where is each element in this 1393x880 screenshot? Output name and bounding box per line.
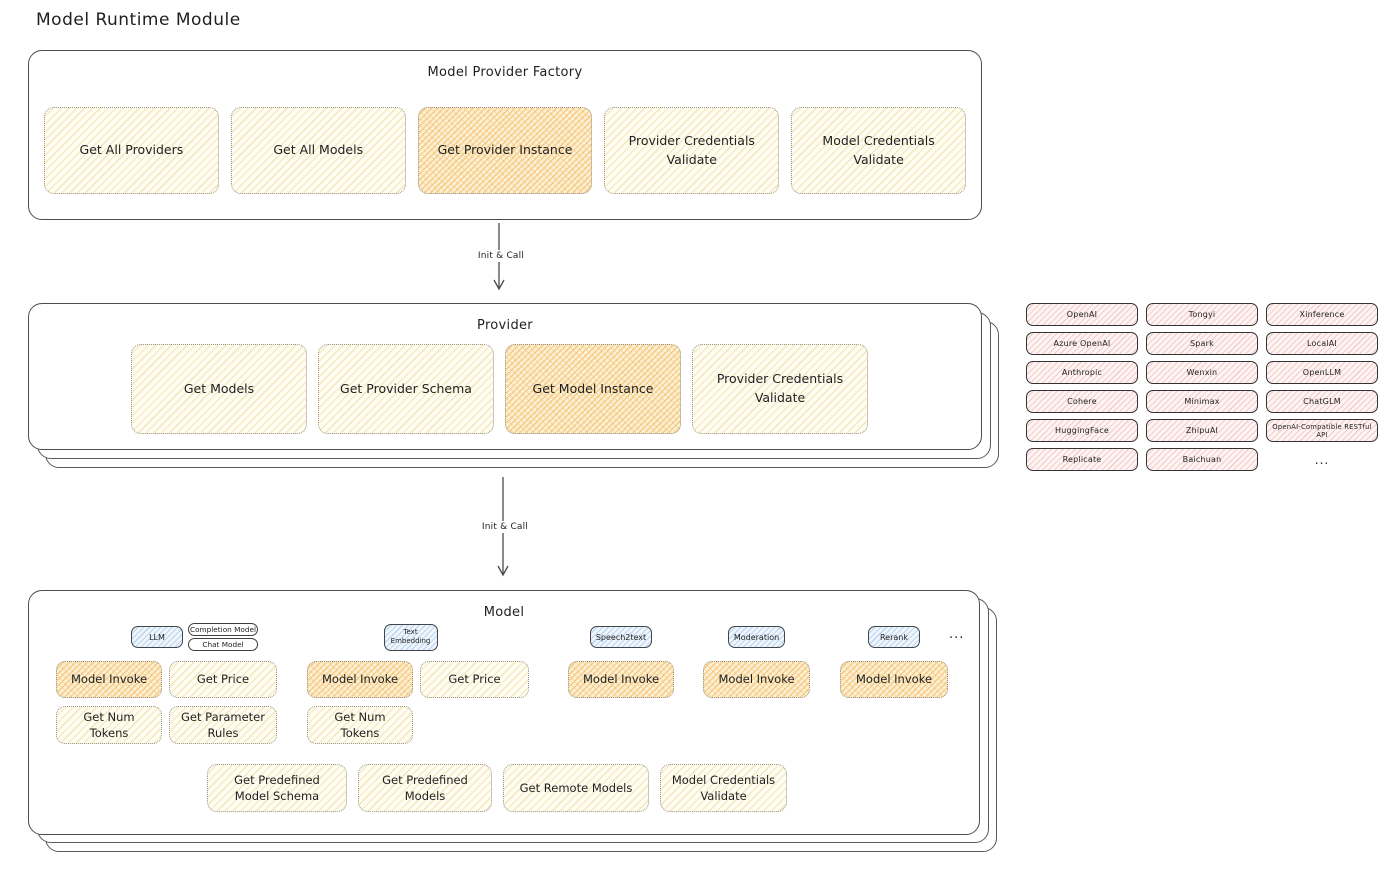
node-get-price: Get Price [169,661,277,698]
type-chip-text-embedding: Text Embedding [383,623,438,651]
type-chip-speech2text: Speech2text [589,626,653,648]
factory-box: Model Provider Factory Get All Providers… [28,50,982,220]
model-group-buttons-rerank: Model Invoke [840,661,948,698]
node-model-invoke: Model Invoke [56,661,162,698]
model-group-buttons-speech2text: Model Invoke [568,661,674,698]
node-get-predefined-models: Get Predefined Models [358,764,492,812]
node-get-models: Get Models [131,344,307,434]
page-title: Model Runtime Module [36,10,241,30]
node-model-invoke: Model Invoke [568,661,674,698]
node-model-invoke: Model Invoke [703,661,810,698]
provider-chip-openai-compatible-restful-api: OpenAI-Compatible RESTful API [1266,419,1378,442]
model-type-chip-row-text-embedding: Text Embedding [293,621,528,653]
node-get-price: Get Price [420,661,529,698]
model-type-chip-row-speech2text: Speech2text [568,621,674,653]
node-provider-credentials-validate: Provider Credentials Validate [692,344,868,434]
arrow-label-init-call-1: Init & Call [466,250,536,262]
node-get-predefined-model-schema: Get Predefined Model Schema [207,764,347,812]
node-get-provider-schema: Get Provider Schema [318,344,494,434]
arrow-label-init-call-2: Init & Call [470,521,540,533]
provider-chip-replicate: Replicate [1026,448,1138,471]
type-chip-llm: LLM [131,626,183,648]
provider-chip-localai: LocalAI [1266,332,1378,355]
provider-chip-baichuan: Baichuan [1146,448,1258,471]
provider-chip-openai: OpenAI [1026,303,1138,326]
node-get-all-providers: Get All Providers [44,107,219,194]
provider-list-ellipsis: ... [1314,452,1330,467]
model-label: Model [483,605,525,620]
subtype-chip-completion-model: Completion Model [188,623,258,636]
node-get-num-tokens: Get Num Tokens [56,706,162,745]
provider-chip-huggingface: HuggingFace [1026,419,1138,442]
node-model-invoke: Model Invoke [840,661,948,698]
model-group-buttons-moderation: Model Invoke [703,661,810,698]
provider-chip-xinference: Xinference [1266,303,1378,326]
subtype-chip-chat-model: Chat Model [188,638,258,651]
model-types-ellipsis: ... [949,627,965,642]
type-chip-rerank: Rerank [868,626,920,648]
type-chip-moderation: Moderation [727,626,786,648]
provider-chip-zhipuai: ZhipuAI [1146,419,1258,442]
node-model-invoke: Model Invoke [307,661,413,698]
node-get-num-tokens: Get Num Tokens [307,706,413,745]
provider-chip-wenxin: Wenxin [1146,361,1258,384]
provider-chip-anthropic: Anthropic [1026,361,1138,384]
provider-label: Provider [477,318,533,333]
provider-chip-openllm: OpenLLM [1266,361,1378,384]
node-model-credentials-validate: Model Credentials Validate [660,764,787,812]
factory-label: Model Provider Factory [427,65,583,80]
node-provider-credentials-validate: Provider Credentials Validate [604,107,780,194]
provider-chip-tongyi: Tongyi [1146,303,1258,326]
provider-chip-chatglm: ChatGLM [1266,390,1378,413]
model-type-chip-row-moderation: Moderation [703,621,810,653]
node-model-credentials-validate: Model Credentials Validate [791,107,966,194]
model-type-chip-row-rerank: Rerank [840,621,948,653]
provider-chip-azure-openai: Azure OpenAI [1026,332,1138,355]
node-get-model-instance: Get Model Instance [505,344,681,434]
provider-chip-spark: Spark [1146,332,1258,355]
provider-chip-minimax: Minimax [1146,390,1258,413]
node-get-parameter-rules: Get Parameter Rules [169,706,277,745]
node-get-all-models: Get All Models [230,107,406,194]
node-get-provider-instance: Get Provider Instance [417,107,593,194]
node-get-remote-models: Get Remote Models [503,764,649,812]
provider-chip-cohere: Cohere [1026,390,1138,413]
